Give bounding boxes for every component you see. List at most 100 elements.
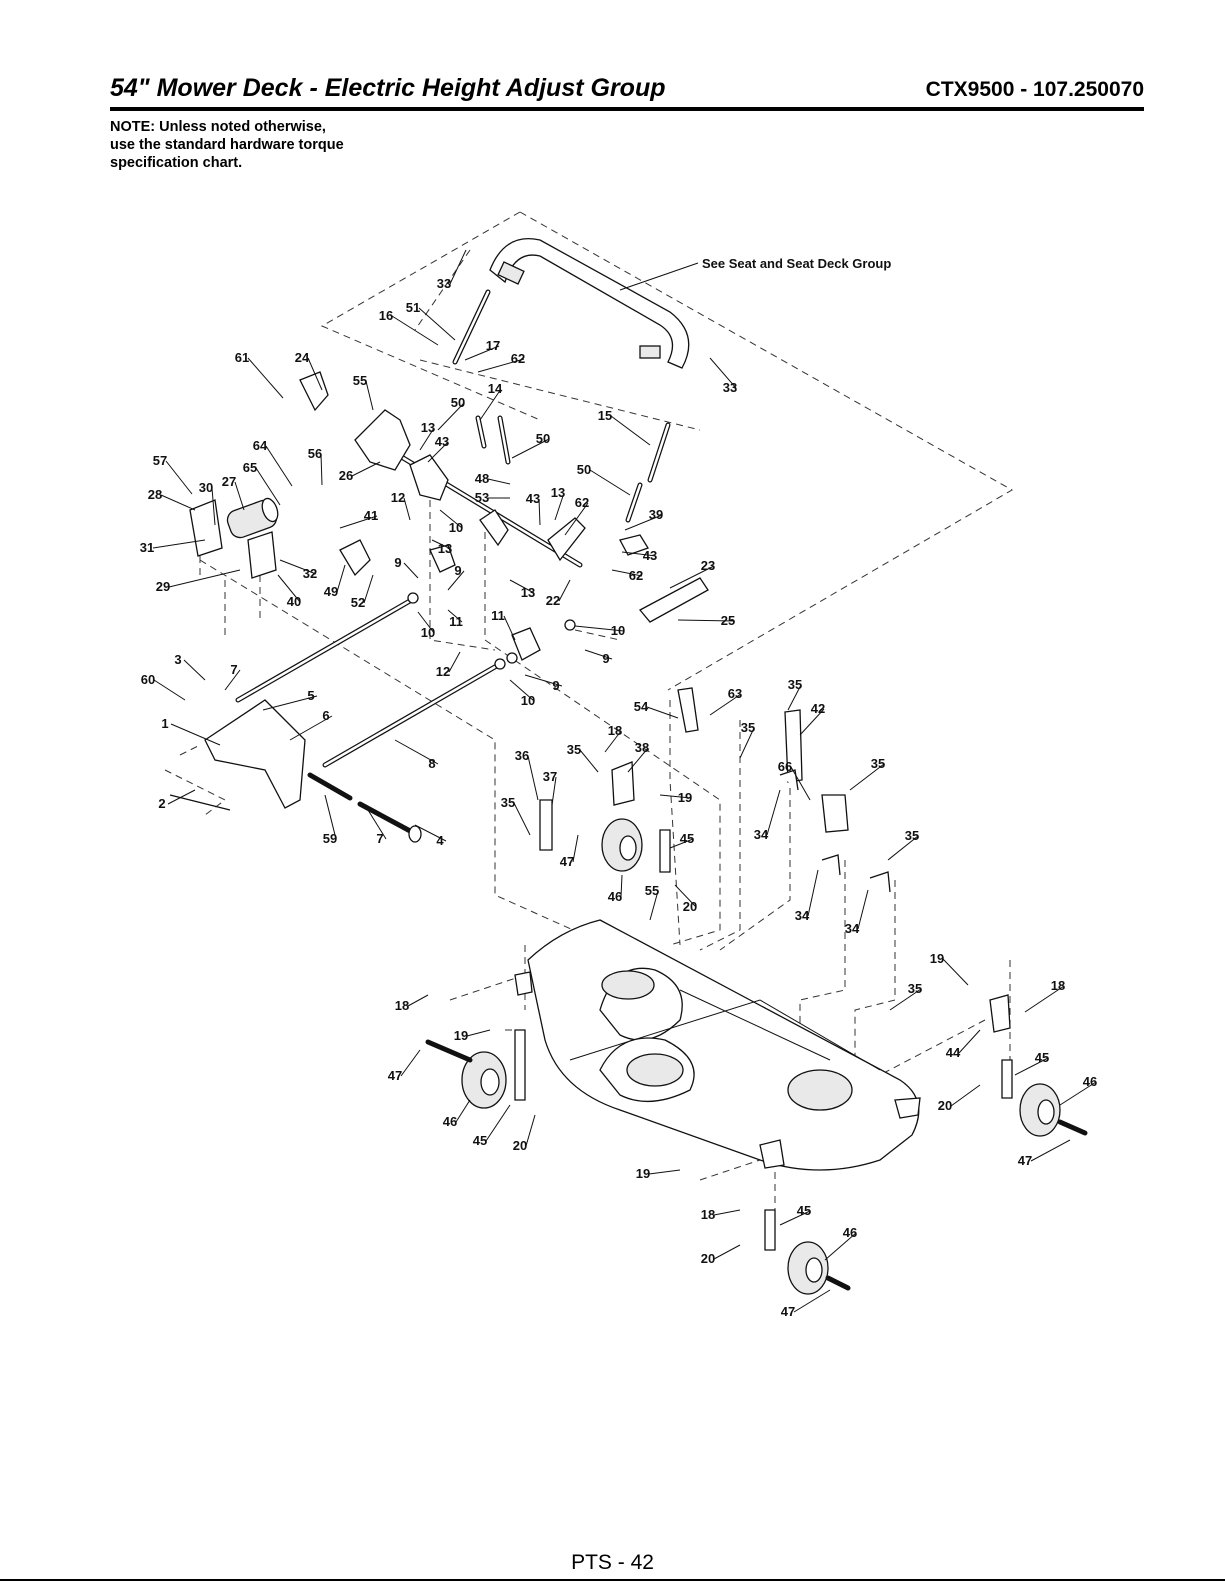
callout-leader-c50a <box>437 402 465 431</box>
callout-leader-c35d <box>849 763 885 791</box>
part-callout: 5 <box>307 688 314 703</box>
part-callout: 20 <box>701 1251 715 1266</box>
callout-leader-c18b <box>1024 985 1065 1013</box>
part-callout: 28 <box>148 487 162 502</box>
see-group-leader <box>619 262 699 291</box>
part-callout: 55 <box>353 373 367 388</box>
callout-leader-c12a <box>403 497 411 521</box>
callout-leader-c27 <box>234 481 245 511</box>
part-callout: 9 <box>602 651 609 666</box>
callout-leader-c23 <box>669 565 715 589</box>
callout-leader-c12b <box>448 651 461 673</box>
part-callout: 34 <box>845 921 860 936</box>
callout-leader-c3 <box>183 659 206 681</box>
part-callout: 31 <box>140 540 154 555</box>
page-header: 54" Mower Deck - Electric Height Adjust … <box>110 74 1144 110</box>
part-callout: 43 <box>435 434 449 449</box>
part-callout: 52 <box>351 595 365 610</box>
callout-leader-c10d <box>509 679 535 702</box>
callout-leader-c62c <box>611 569 643 577</box>
part-callout: 35 <box>905 828 919 843</box>
part-callout: 1 <box>161 716 168 731</box>
part-callout: 44 <box>946 1045 961 1060</box>
part-callout: 35 <box>501 795 515 810</box>
callout-leader-c44 <box>958 1029 981 1054</box>
callout-leader-c28 <box>160 494 196 511</box>
callout-leader-c14 <box>479 388 502 421</box>
part-callout: 62 <box>575 495 589 510</box>
part-callout: 13 <box>551 485 565 500</box>
callout-leader-c10b <box>417 611 435 634</box>
part-callout: 13 <box>521 585 535 600</box>
gauge-wheels <box>425 994 1088 1295</box>
note-line-3: specification chart. <box>110 155 243 171</box>
callout-leader-c24 <box>307 357 323 391</box>
part-callout: 9 <box>552 678 559 693</box>
part-callout: 13 <box>438 541 452 556</box>
part-callout: 24 <box>295 350 310 365</box>
see-seat-deck-group-callout: See Seat and Seat Deck Group <box>702 256 891 271</box>
callout-leader-c64 <box>265 445 293 487</box>
header-rule <box>110 107 1144 111</box>
callout-leader-c35a <box>787 684 802 711</box>
part-callout: 36 <box>515 748 529 763</box>
callout-leader-c62b <box>564 502 589 536</box>
part-callout: 7 <box>230 662 237 677</box>
part-callout: 55 <box>645 883 659 898</box>
callout-leader-c6 <box>289 715 333 741</box>
callout-leader-c18a <box>604 730 622 753</box>
page-number: PTS - 42 <box>571 1551 654 1574</box>
callout-leader-c9d <box>524 674 563 687</box>
callout-leader-c41 <box>339 515 378 529</box>
callout-leader-c37 <box>551 776 557 806</box>
part-callout: 20 <box>683 899 697 914</box>
mower-deck <box>514 919 921 1171</box>
model-number: CTX9500 - 107.250070 <box>925 78 1144 101</box>
part-callout: 51 <box>406 300 420 315</box>
callout-leader-c20c <box>525 1114 536 1147</box>
callout-leader-c5 <box>262 695 318 711</box>
part-callout: 42 <box>811 701 825 716</box>
part-callout: 8 <box>428 756 435 771</box>
part-callout: 19 <box>636 1166 650 1181</box>
callout-leader-c42 <box>799 708 825 736</box>
part-callout: 7 <box>376 831 383 846</box>
callout-leader-c11a <box>447 609 463 623</box>
part-callout: 9 <box>394 555 401 570</box>
callout-leader-c47d <box>793 1289 831 1313</box>
callout-leader-c19d <box>648 1169 681 1175</box>
part-callout: 25 <box>721 613 735 628</box>
callout-leader-c34b <box>807 869 819 917</box>
part-callout: 19 <box>930 951 944 966</box>
part-callout: 46 <box>1083 1074 1097 1089</box>
callout-leader-c45d <box>779 1210 811 1226</box>
callout-leader-c9c <box>584 649 613 660</box>
page-title: 54" Mower Deck - Electric Height Adjust … <box>110 74 666 102</box>
part-callout: 9 <box>454 563 461 578</box>
callout-leader-c46b <box>1059 1081 1097 1106</box>
callout-leader-c2 <box>167 789 196 805</box>
callout-leader-c4 <box>414 824 447 842</box>
part-callout: 35 <box>788 677 802 692</box>
lift-rods <box>235 592 576 768</box>
callout-leader-c46c <box>455 1099 471 1123</box>
gauge-wheel-brackets <box>539 687 891 893</box>
callout-leader-c48 <box>487 478 511 485</box>
callout-leader-c55b <box>649 890 659 921</box>
callout-leader-c29 <box>168 569 241 588</box>
part-callout: 43 <box>643 548 657 563</box>
part-callout: 32 <box>303 566 317 581</box>
callout-leader-c19a <box>659 794 692 799</box>
callout-leader-c17 <box>464 345 500 361</box>
part-callout: 20 <box>938 1098 952 1113</box>
callout-leader-c43b <box>538 498 541 526</box>
callout-leader-c40 <box>277 574 301 603</box>
lift-links <box>452 289 671 523</box>
callout-leader-c20a <box>674 884 697 908</box>
callout-leader-c10a <box>439 509 463 529</box>
callout-leader-c30 <box>211 487 216 526</box>
callout-leader-c51 <box>418 307 456 341</box>
callout-leader-c66 <box>790 766 811 801</box>
callout-leader-c46a <box>620 874 623 898</box>
